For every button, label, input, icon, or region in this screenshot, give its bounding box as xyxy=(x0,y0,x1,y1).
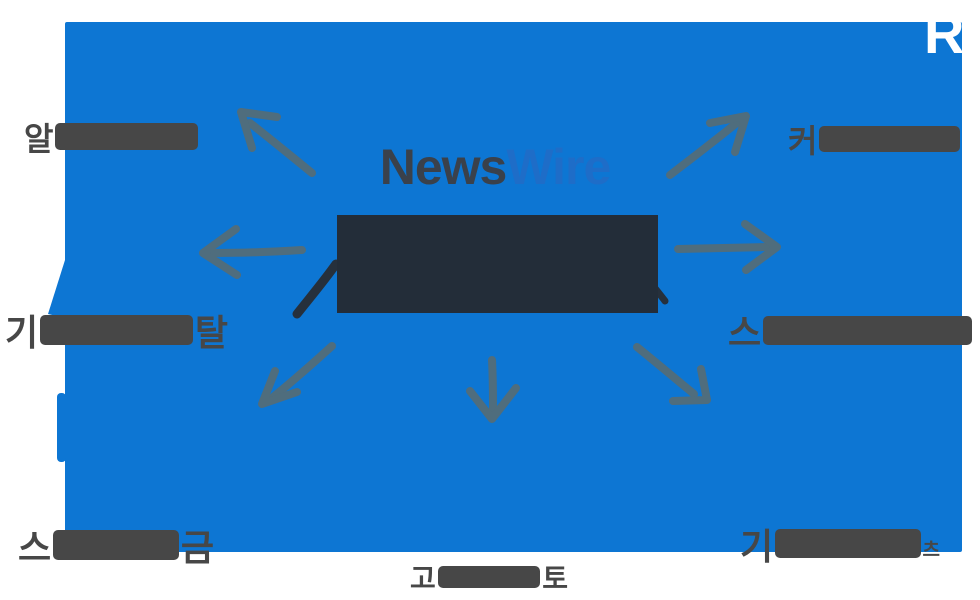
label-start-char: 기 xyxy=(5,312,39,353)
label-start-char: 알 xyxy=(24,120,54,157)
label-bottom-center: 고 토 xyxy=(410,563,568,594)
label-start-char: 스 xyxy=(728,312,762,353)
label-bar xyxy=(763,315,972,345)
label-bar xyxy=(55,123,198,150)
label-start-char: 커 xyxy=(788,123,818,159)
label-bar xyxy=(775,529,921,558)
logo-news-text: News xyxy=(379,139,508,195)
center-headline-box xyxy=(337,215,658,313)
corner-letter-r: R xyxy=(924,2,965,65)
label-end-char: 토 xyxy=(542,563,568,594)
label-start-char: 고 xyxy=(410,563,436,594)
logo: NewsWire xyxy=(300,140,690,194)
label-bar xyxy=(437,566,541,588)
label-start-char: 스 xyxy=(18,527,52,568)
label-start-char: 기 xyxy=(740,525,774,567)
label-end-char: 츠 xyxy=(922,540,940,561)
label-bottom-right: 기 츠 xyxy=(740,526,940,567)
logo-wire-text: Wire xyxy=(506,139,611,195)
label-bottom-left: 스 금 xyxy=(18,527,214,568)
label-mid-left: 기 탈 xyxy=(5,312,228,353)
label-end-char: 탈 xyxy=(194,312,228,353)
label-bar xyxy=(819,126,960,152)
label-end-char: 금 xyxy=(180,527,214,568)
label-bar xyxy=(40,315,193,345)
label-bar xyxy=(53,530,179,560)
watermark-wedge-shape xyxy=(48,260,65,318)
label-top-left: 알 xyxy=(24,121,200,157)
label-top-right: 커 xyxy=(788,123,962,159)
label-mid-right: 스 xyxy=(728,312,974,353)
